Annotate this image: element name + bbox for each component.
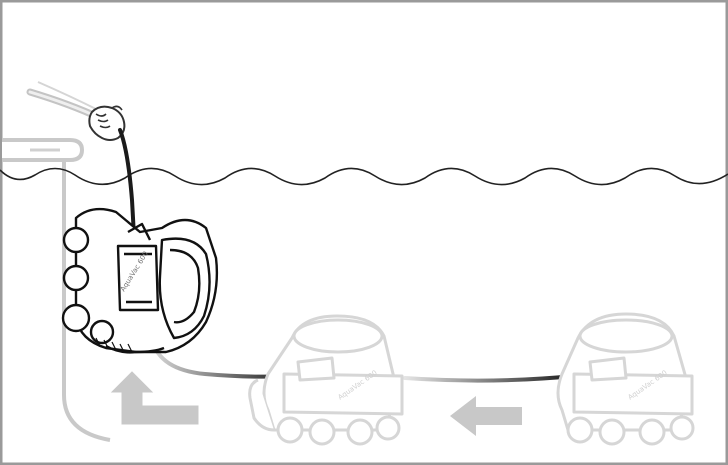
cable-segment-2	[403, 374, 576, 383]
pool-wall	[2, 138, 111, 442]
pool-robot-icon: AquaVac 600	[248, 314, 404, 446]
arrow-bent-up-icon	[110, 371, 199, 425]
pool-robot-icon: AquaVac 600	[61, 207, 219, 354]
pool-robot-icon: AquaVac 600	[556, 312, 695, 446]
arrow-left-icon	[450, 396, 522, 436]
hand-icon	[88, 105, 126, 141]
cable-lifted	[118, 128, 136, 238]
water-surface	[0, 167, 728, 186]
